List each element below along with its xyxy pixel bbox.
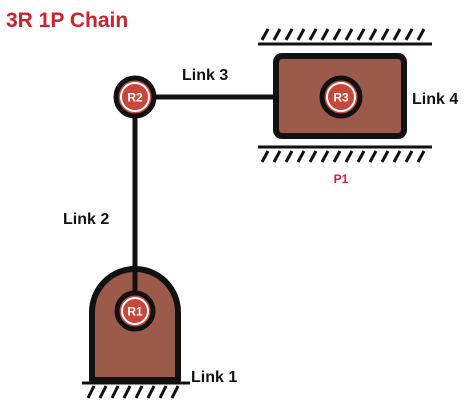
link-2-label: Link 2 — [63, 211, 109, 228]
prismatic-joint-p1-label: P1 — [334, 172, 349, 186]
joint-r1: R1 — [114, 290, 156, 332]
link-1-label: Link 1 — [191, 369, 237, 386]
ground-hatch-bottom-rail — [258, 145, 432, 163]
joint-r3-ring — [326, 82, 356, 112]
joint-r2: R2 — [113, 75, 157, 119]
joint-r3-label: R3 — [333, 91, 349, 105]
joint-r1-ring — [121, 297, 149, 325]
joint-r2-label: R2 — [127, 91, 143, 105]
link-4-label: Link 4 — [412, 91, 458, 108]
link-3-label: Link 3 — [182, 67, 228, 84]
joint-r1-label: R1 — [127, 305, 143, 319]
joint-r3: R3 — [319, 75, 363, 119]
diagram-title: 3R 1P Chain — [6, 9, 128, 32]
joint-r2-ring — [120, 82, 150, 112]
ground-hatch-base — [82, 381, 190, 399]
ground-hatch-top-rail — [258, 28, 432, 46]
